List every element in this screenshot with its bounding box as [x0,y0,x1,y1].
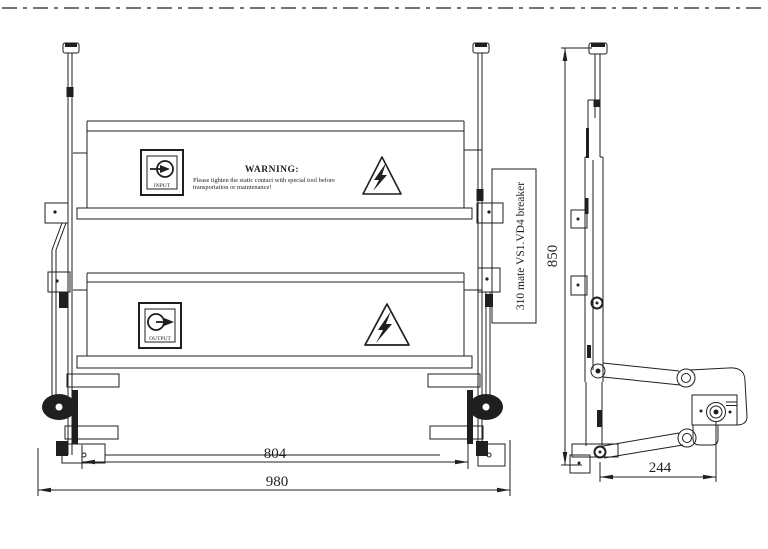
side-column [569,99,619,474]
input-symbol-icon: INPUT [140,149,184,196]
breaker-note: 310 mate VS1.VD4 breaker [491,168,537,324]
dimension-804: 804 [81,428,469,469]
dim-804-label: 804 [264,446,287,462]
side-arm-assembly [602,362,748,459]
upper-panel [73,120,482,220]
output-symbol-icon: OUTPUT [138,302,182,349]
warning-text-line2: transportation or maintenance! [193,184,271,191]
warning-text-line1: Please tighten the static contact with s… [193,177,335,184]
left-base-mechanism [42,373,120,464]
dimension-980: 980 [37,440,511,496]
warning-text: WARNING: Please tighten the static conta… [193,165,335,191]
high-voltage-icon-lower [364,303,410,346]
output-label: OUTPUT [149,336,171,342]
right-base-mechanism [427,373,506,467]
dimension-850: 850 [545,47,592,466]
input-label: INPUT [154,183,171,189]
left-support-rail [59,42,80,455]
right-support-rail [472,42,493,455]
dim-244-label: 244 [649,460,672,476]
dim-850-label: 850 [545,245,561,268]
front-view: INPUT OUTPUT WARNING: Please tighten the… [42,42,537,467]
mounting-brackets [44,202,504,398]
side-rod [588,42,608,118]
dimensions: 804 980 850 244 [37,47,717,496]
dim-980-label: 980 [266,474,289,490]
dimension-244: 244 [599,422,717,482]
warning-title: WARNING: [245,165,299,175]
breaker-note-label: 310 mate VS1.VD4 breaker [515,182,527,310]
lower-panel [73,272,482,369]
side-view [569,42,748,474]
high-voltage-icon-upper [362,156,402,195]
